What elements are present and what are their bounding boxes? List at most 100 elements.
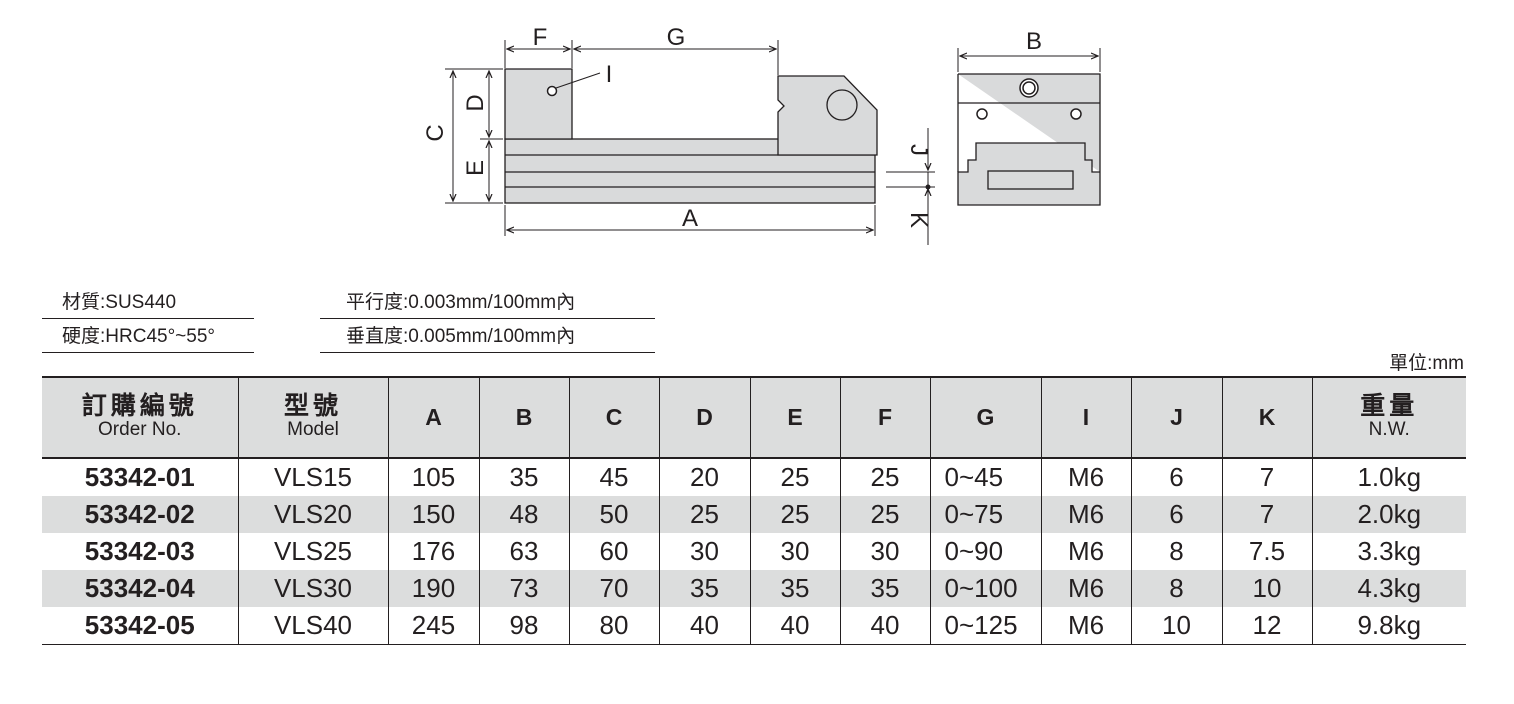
table-cell: 6 xyxy=(1130,458,1223,496)
table-cell: 53342-03 xyxy=(42,533,239,570)
vise-technical-drawing: F G B A I C D E J K xyxy=(422,24,1101,245)
label-k: K xyxy=(905,212,932,228)
table-cell: 35 xyxy=(478,458,570,496)
label-b: B xyxy=(1026,28,1042,55)
table-cell: VLS30 xyxy=(237,570,389,607)
table-cell: M6 xyxy=(1040,533,1132,570)
table-cell: 25 xyxy=(658,496,751,533)
table-cell: 53342-02 xyxy=(42,496,239,533)
table-cell: 30 xyxy=(749,533,841,570)
col-header-f: F xyxy=(839,376,931,459)
table-cell: 73 xyxy=(478,570,570,607)
table-cell: 48 xyxy=(478,496,570,533)
col-header-a: A xyxy=(387,376,480,459)
table-cell: 35 xyxy=(658,570,751,607)
table-cell: M6 xyxy=(1040,607,1132,645)
table-cell: 1.0kg xyxy=(1311,458,1466,496)
table-cell: 150 xyxy=(387,496,480,533)
table-cell: 50 xyxy=(568,496,660,533)
col-header-e: E xyxy=(749,376,841,459)
table-cell: VLS40 xyxy=(237,607,389,645)
table-cell: 98 xyxy=(478,607,570,645)
divider xyxy=(42,318,254,319)
table-cell: 245 xyxy=(387,607,480,645)
table-cell: 7 xyxy=(1221,496,1313,533)
table-cell: 40 xyxy=(839,607,931,645)
table-cell: 30 xyxy=(839,533,931,570)
label-j: J xyxy=(905,144,932,156)
label-i: I xyxy=(606,61,613,88)
col-header-g: G xyxy=(929,376,1042,459)
table-cell: 45 xyxy=(568,458,660,496)
table-cell: 25 xyxy=(839,496,931,533)
label-e: E xyxy=(462,160,489,176)
table-cell: 53342-01 xyxy=(42,458,239,496)
table-cell: 7 xyxy=(1221,458,1313,496)
label-c: C xyxy=(422,124,449,141)
table-cell: 40 xyxy=(749,607,841,645)
screw-hole xyxy=(826,89,858,121)
table-cell: 25 xyxy=(749,496,841,533)
label-g: G xyxy=(667,24,686,51)
table-cell: 105 xyxy=(387,458,480,496)
table-cell: 10 xyxy=(1130,607,1223,645)
table-cell: 6 xyxy=(1130,496,1223,533)
divider xyxy=(320,318,655,319)
table-cell: 9.8kg xyxy=(1311,607,1466,645)
col-header-b: B xyxy=(478,376,570,459)
table-cell: 176 xyxy=(387,533,480,570)
table-cell: 63 xyxy=(478,533,570,570)
table-cell: 3.3kg xyxy=(1311,533,1466,570)
table-cell: 10 xyxy=(1221,570,1313,607)
col-header-c: C xyxy=(568,376,660,459)
table-cell: 30 xyxy=(658,533,751,570)
table-cell: 25 xyxy=(749,458,841,496)
table-cell: 2.0kg xyxy=(1311,496,1466,533)
movable-jaw xyxy=(777,75,878,156)
col-header-d: D xyxy=(658,376,751,459)
perpendicularity-spec: 垂直度:0.005mm/100mm內 xyxy=(346,326,576,347)
col-header-k: K xyxy=(1221,376,1313,459)
table-cell: 35 xyxy=(839,570,931,607)
fixed-jaw xyxy=(504,68,573,140)
table-cell: VLS15 xyxy=(237,458,389,496)
label-d: D xyxy=(462,94,489,111)
table-cell: 12 xyxy=(1221,607,1313,645)
table-cell: 0~90 xyxy=(929,533,1042,570)
table-cell: 0~100 xyxy=(929,570,1042,607)
table-cell: 0~45 xyxy=(929,458,1042,496)
hardness-spec: 硬度:HRC45°~55° xyxy=(62,326,216,347)
table-cell: M6 xyxy=(1040,570,1132,607)
parallelism-spec: 平行度:0.003mm/100mm內 xyxy=(346,292,576,313)
table-cell: 70 xyxy=(568,570,660,607)
label-a: A xyxy=(682,205,698,232)
table-cell: 53342-05 xyxy=(42,607,239,645)
table-cell: 8 xyxy=(1130,570,1223,607)
table-cell: 53342-04 xyxy=(42,570,239,607)
material-spec: 材質:SUS440 xyxy=(62,292,177,313)
table-cell: 0~75 xyxy=(929,496,1042,533)
table-cell: 25 xyxy=(839,458,931,496)
table-cell: 60 xyxy=(568,533,660,570)
divider xyxy=(42,352,254,353)
table-cell: 20 xyxy=(658,458,751,496)
table-cell: 4.3kg xyxy=(1311,570,1466,607)
divider xyxy=(320,352,655,353)
table-cell: VLS20 xyxy=(237,496,389,533)
table-cell: 8 xyxy=(1130,533,1223,570)
col-header-j: J xyxy=(1130,376,1223,459)
label-f: F xyxy=(533,24,548,51)
table-cell: 7.5 xyxy=(1221,533,1313,570)
unit-label: 單位:mm xyxy=(1389,353,1464,374)
